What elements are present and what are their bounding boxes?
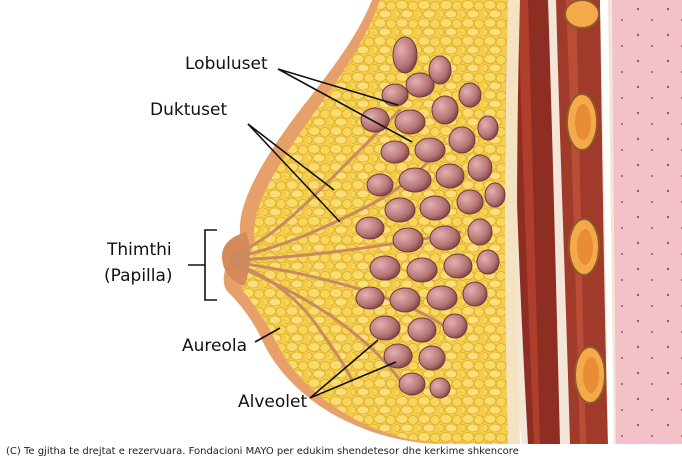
label-papilla: (Papilla) [104, 266, 173, 286]
label-duktuset: Duktuset [150, 100, 227, 120]
chest-wall [607, 0, 682, 444]
label-lobuluset: Lobuluset [185, 54, 268, 74]
label-thimthi: Thimthi [107, 240, 172, 260]
label-aureola: Aureola [182, 336, 247, 356]
copyright-notice: (C) Te gjitha te drejtat e rezervuara. F… [6, 446, 682, 457]
label-alveolet: Alveolet [238, 392, 307, 412]
